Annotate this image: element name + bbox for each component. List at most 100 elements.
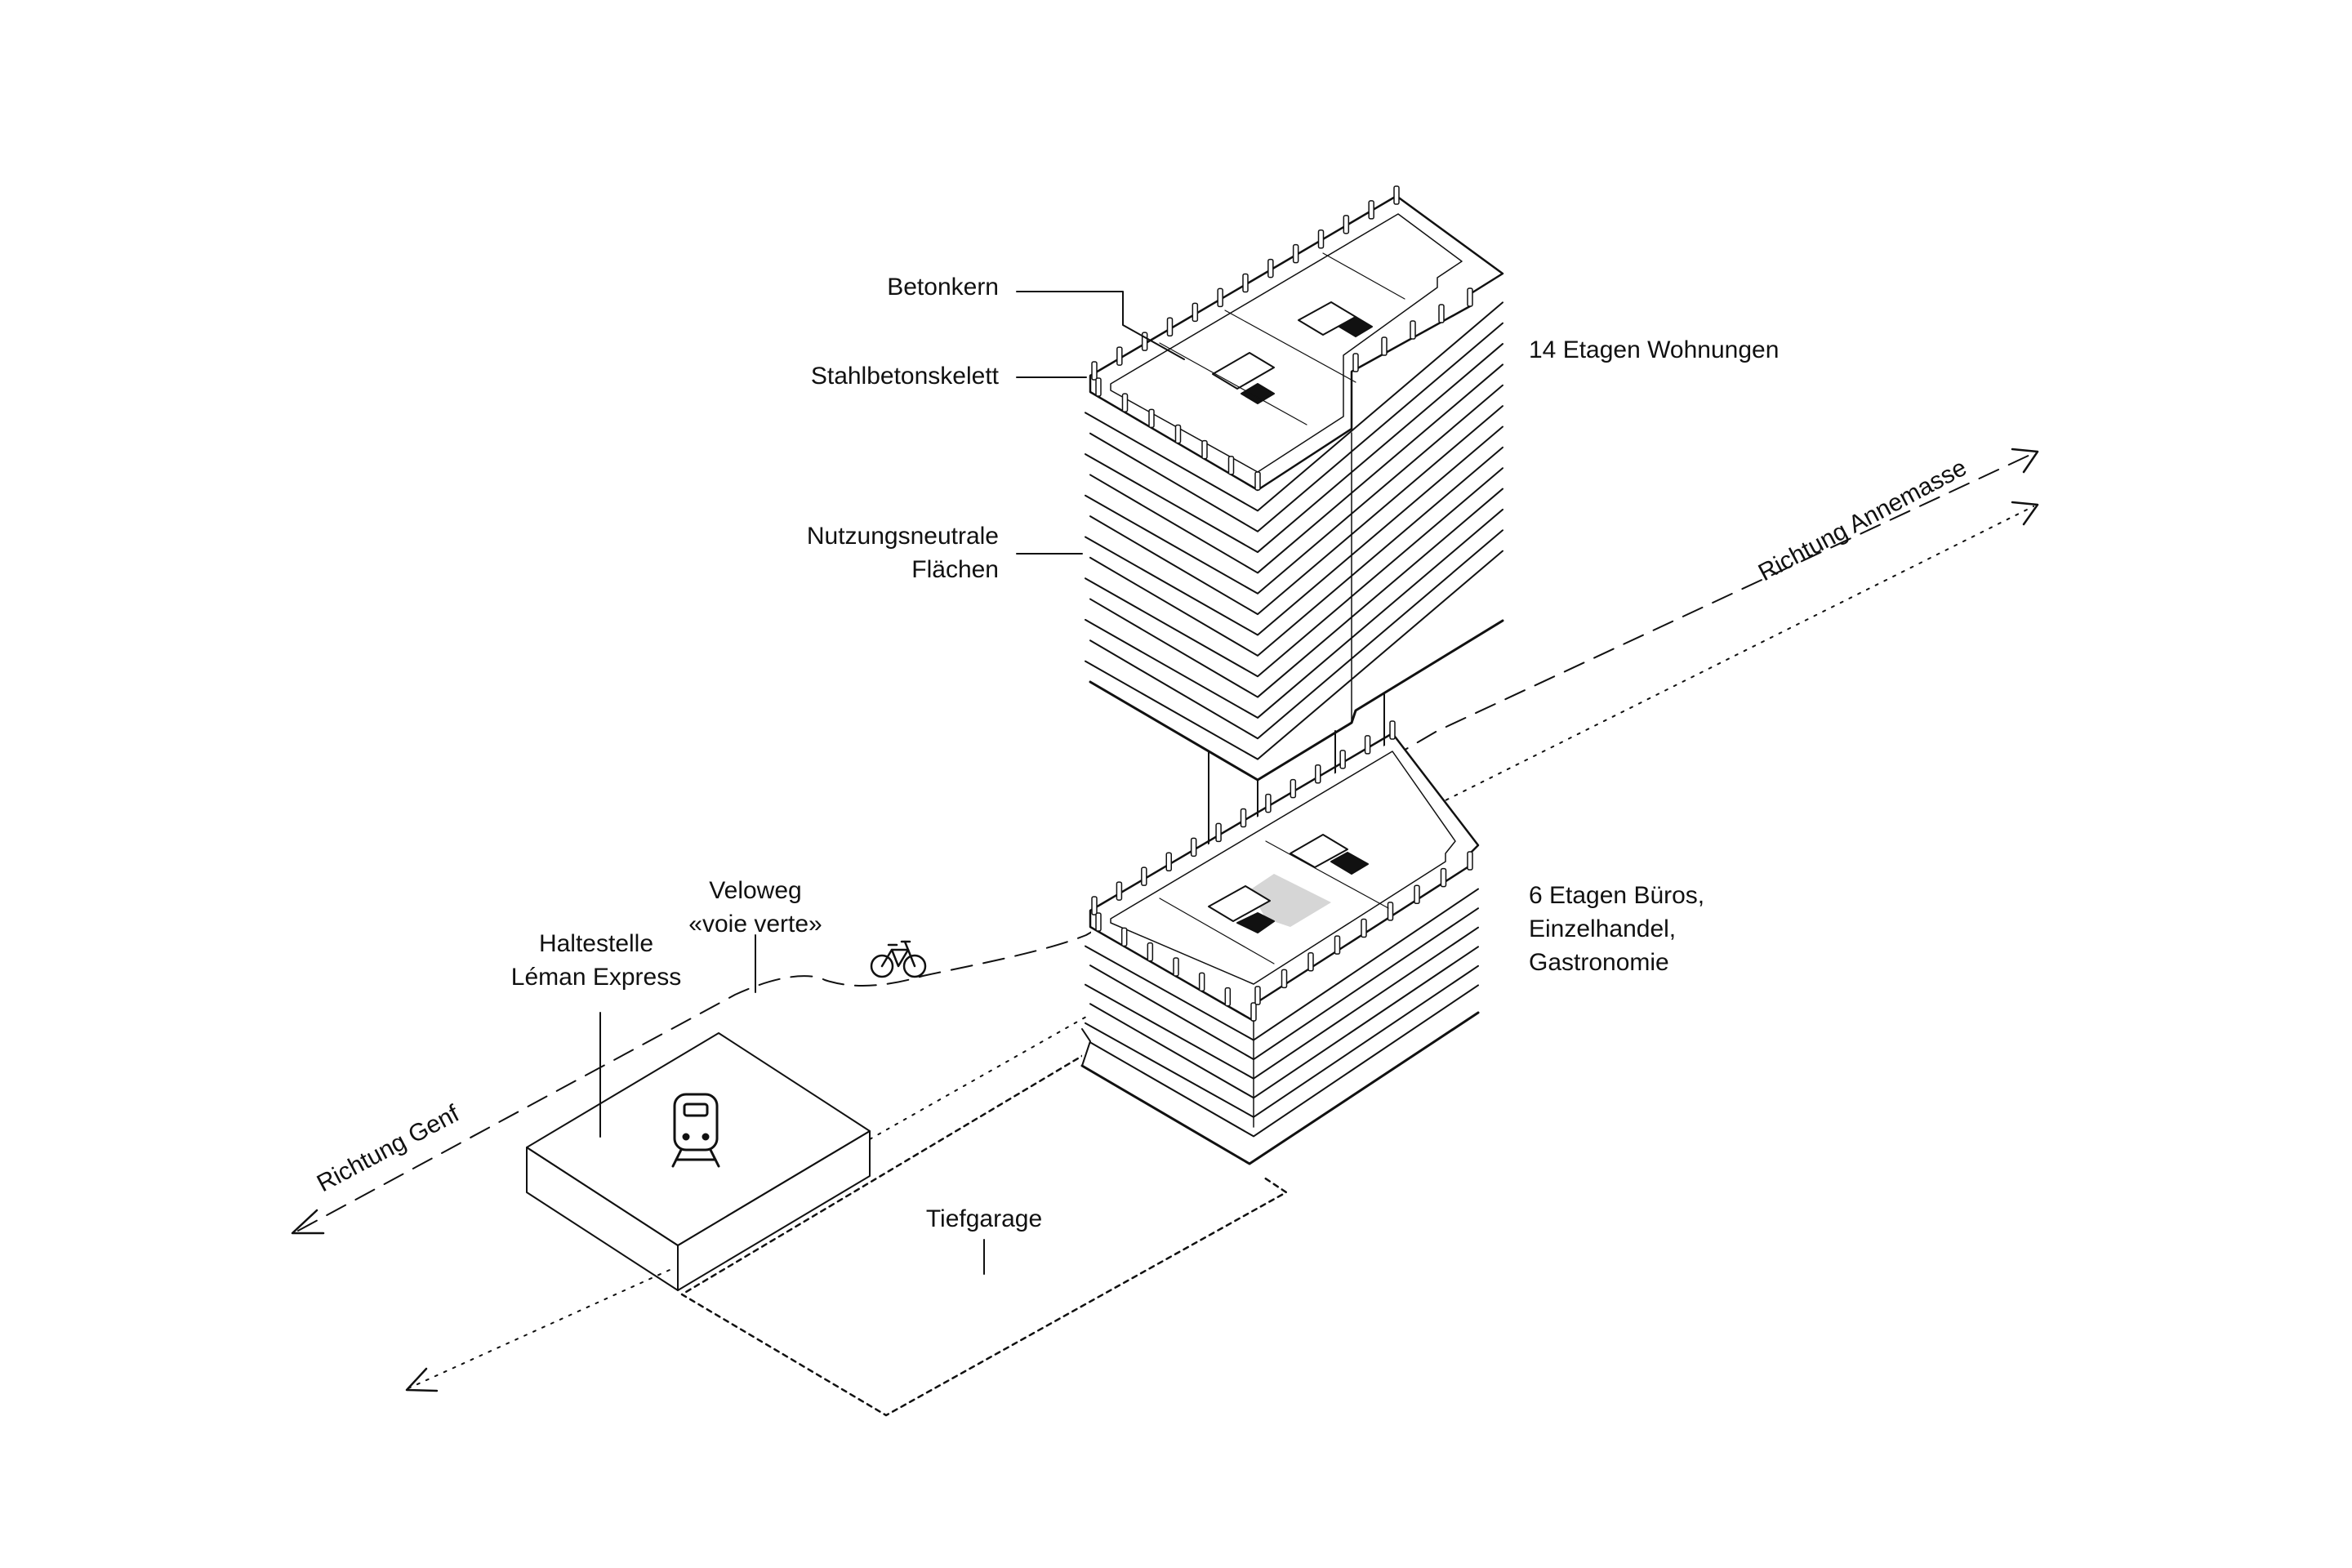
lower-parapet-post (1190, 837, 1197, 858)
upper-tower-body (1090, 200, 1503, 780)
label-voie-verte: «voie verte» (688, 911, 822, 938)
label-leman-express: Léman Express (511, 964, 681, 991)
upper-floor-edge (1089, 322, 1503, 532)
upper-tower-bottom (1089, 619, 1504, 782)
label-wohnungen: 14 Etagen Wohnungen (1529, 336, 1779, 363)
upper-tower (1085, 185, 1504, 782)
upper-parapet-post (1095, 377, 1102, 397)
lower-parapet-post (1095, 912, 1102, 932)
upper-parapet-post (1166, 317, 1174, 336)
lower-parapet-post (1250, 1002, 1257, 1022)
upper-parapet-post (1141, 332, 1148, 351)
upper-parapet-post (1121, 393, 1129, 412)
label-nutzungsneutrale: Nutzungsneutrale (807, 523, 999, 550)
lower-parapet-post (1173, 957, 1179, 977)
upper-parapet-post (1343, 215, 1350, 234)
upper-parapet-post (1116, 346, 1123, 366)
lower-parapet-post (1364, 735, 1371, 755)
upper-parapet-post (1352, 353, 1359, 372)
lower-parapet-post (1215, 822, 1222, 843)
lower-parapet-post (1091, 896, 1098, 915)
lower-parapet-post (1265, 793, 1272, 813)
upper-parapet-post (1192, 302, 1199, 323)
arrow-annemasse-upper (2011, 448, 2039, 474)
label-gastronomie: Gastronomie (1529, 949, 1669, 976)
upper-floor-edge (1085, 508, 1503, 719)
label-stahlbetonskelett: Stahlbetonskelett (811, 363, 1000, 390)
lower-parapet-post (1334, 935, 1341, 955)
lower-parapet-post (1389, 720, 1396, 740)
lower-parapet-post (1240, 808, 1247, 828)
lower-parapet-post (1116, 881, 1123, 901)
lower-parapet-post (1141, 866, 1147, 886)
station-side (677, 1130, 871, 1291)
bicycle-icon (870, 940, 927, 978)
lower-parapet-post (1120, 927, 1128, 947)
upper-parapet-post (1091, 361, 1098, 381)
lower-parapet-post (1440, 867, 1447, 888)
upper-floor-edge (1089, 405, 1503, 616)
station-front (526, 1147, 679, 1291)
label-flaechen: Flächen (911, 556, 999, 583)
upper-parapet-post (1381, 336, 1388, 356)
lower-roof-floor (1110, 751, 1456, 985)
lower-parapet-post (1361, 918, 1367, 938)
upper-parapet-post (1242, 273, 1249, 293)
label-veloweg: Veloweg (709, 877, 801, 904)
upper-parapet-post (1393, 185, 1400, 205)
lower-parapet-post (1387, 902, 1394, 921)
lower-block-plinth (1081, 1028, 1091, 1067)
upper-parapet-post (1174, 424, 1182, 444)
train-icon (671, 1093, 720, 1168)
tracks-and-routes (291, 448, 2039, 1392)
upper-floor-edge (1085, 384, 1503, 595)
veloweg-route (297, 452, 2034, 1232)
lower-parapet-post (1198, 972, 1205, 992)
tiefgarage-outline (680, 1052, 1288, 1417)
upper-parapet-post (1201, 439, 1208, 460)
upper-floor-edge (1085, 343, 1503, 554)
lower-parapet-post (1414, 884, 1420, 904)
upper-parapet-post (1410, 320, 1416, 340)
lower-parapet-post (1281, 969, 1288, 989)
label-tiefgarage: Tiefgarage (926, 1205, 1042, 1232)
upper-floor-edge (1085, 467, 1503, 678)
upper-parapet-post (1217, 287, 1223, 308)
lower-parapet-post (1254, 986, 1261, 1005)
label-bueros: 6 Etagen Büros, (1529, 882, 1704, 909)
label-richtung-annemasse: Richtung Annemasse (1754, 454, 1971, 586)
arrow-annemasse-lower (2011, 501, 2039, 526)
lower-parapet-post (1307, 952, 1314, 972)
upper-parapet-post (1267, 258, 1274, 278)
lower-parapet-post (1290, 778, 1297, 799)
upper-floor-edge (1089, 363, 1503, 574)
arrow-genf-upper (291, 1209, 325, 1235)
lower-parapet-post (1315, 764, 1321, 784)
lower-parapet-post (1224, 987, 1232, 1007)
label-einzelhandel: Einzelhandel, (1529, 915, 1676, 942)
lower-block (1080, 720, 1480, 1165)
upper-parapet-post (1438, 304, 1445, 323)
rail-line (408, 506, 2034, 1389)
upper-parapet-post (1292, 243, 1299, 264)
lower-parapet-post (1467, 851, 1473, 871)
upper-floor-edge (1089, 446, 1503, 657)
upper-floor-edge (1085, 550, 1503, 760)
upper-parapet-post (1317, 229, 1325, 249)
upper-parapet-post (1467, 287, 1473, 307)
station-building (526, 1032, 871, 1291)
upper-parapet-post (1227, 456, 1235, 475)
upper-parapet-post (1148, 408, 1155, 429)
label-haltestelle: Haltestelle (539, 930, 653, 957)
upper-parapet-post (1368, 200, 1374, 220)
lower-floor-edge (1089, 984, 1479, 1138)
leader-lines (599, 291, 1185, 1275)
lower-parapet-post (1147, 942, 1154, 962)
lower-parapet-post (1339, 750, 1346, 769)
upper-parapet-post (1254, 471, 1261, 491)
label-betonkern: Betonkern (887, 274, 999, 301)
upper-roof-floor (1110, 213, 1463, 473)
upper-floor-edge (1089, 529, 1503, 740)
